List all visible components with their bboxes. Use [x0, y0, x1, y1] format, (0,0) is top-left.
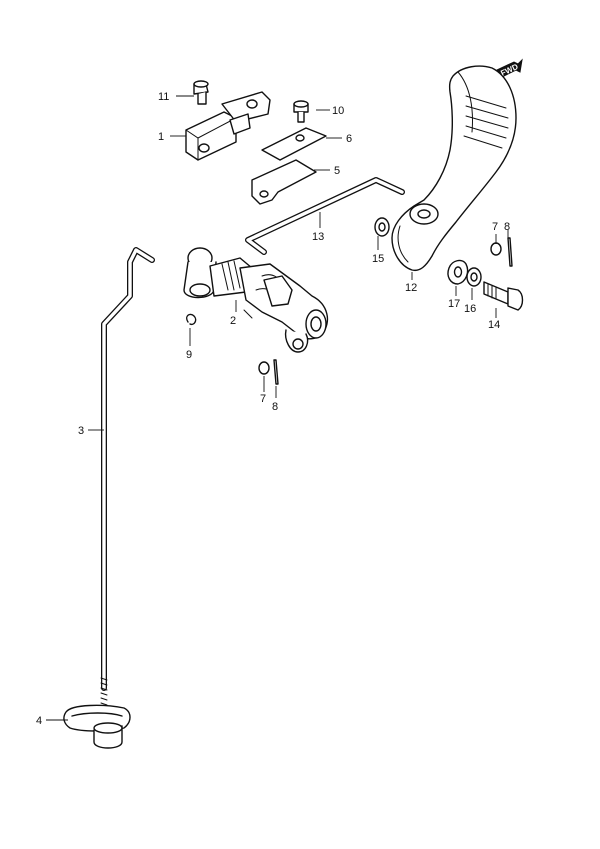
- washer-16: [466, 267, 482, 287]
- shoulder-bolt-14: [483, 281, 524, 311]
- bolt-10: [293, 100, 309, 123]
- rod-clip-4: [63, 704, 131, 749]
- washer-7-right: [490, 242, 502, 256]
- label-9: 9: [186, 349, 192, 361]
- label-15: 15: [372, 253, 384, 265]
- clutch-linkage-assembly-2: [183, 247, 329, 353]
- label-12: 12: [405, 282, 417, 294]
- bracket-arm-5: [251, 159, 317, 205]
- label-7a: 7: [492, 221, 498, 233]
- label-2: 2: [230, 315, 236, 327]
- label-11: 11: [158, 91, 169, 103]
- label-4: 4: [36, 715, 42, 727]
- washer-15: [374, 217, 390, 237]
- label-7b: 7: [260, 393, 266, 405]
- label-1: 1: [158, 131, 164, 143]
- bracket-1: [185, 91, 271, 161]
- label-17: 17: [448, 298, 460, 310]
- label-14: 14: [488, 319, 500, 331]
- callout-labels: 11 1 10 6 5 13 15 12 17 16 14 7 8 2 9 7 …: [36, 91, 510, 727]
- clutch-lever-handle: [391, 65, 517, 272]
- circlip-9: [185, 313, 197, 326]
- label-8b: 8: [272, 401, 278, 413]
- bolt-11: [193, 80, 209, 105]
- shift-rod-3: [100, 247, 155, 706]
- link-rod-13: [245, 177, 405, 255]
- cotter-pin-8-right: [507, 237, 513, 267]
- cotter-pin-8-left: [273, 359, 279, 385]
- leader-lines: [46, 95, 509, 721]
- label-10: 10: [332, 105, 344, 117]
- label-8a: 8: [504, 221, 510, 233]
- label-5: 5: [334, 165, 340, 177]
- washer-7-left: [258, 361, 270, 375]
- wave-washer-17: [447, 259, 469, 285]
- label-6: 6: [346, 133, 352, 145]
- plate-6: [261, 127, 327, 161]
- label-16: 16: [464, 303, 476, 315]
- label-3: 3: [78, 425, 84, 437]
- label-13: 13: [312, 231, 324, 243]
